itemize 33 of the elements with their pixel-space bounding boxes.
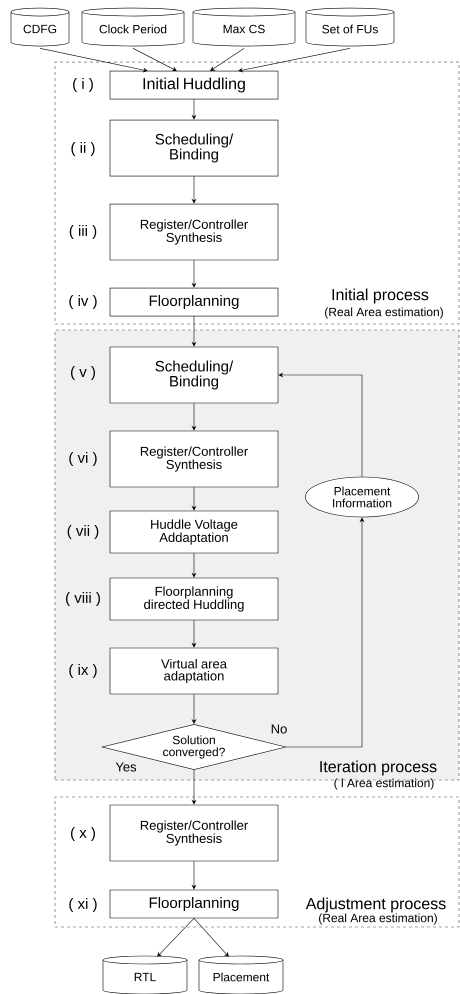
process-box: Floorplanning — [110, 288, 278, 316]
edge-label: No — [270, 723, 288, 735]
step-number: ( v ) — [71, 366, 95, 380]
process-box: Register/Controller Synthesis — [110, 430, 278, 488]
data-cylinder: RTL — [102, 956, 188, 994]
data-cylinder: Placement — [198, 956, 284, 994]
arrow — [210, 48, 244, 71]
region-title: Initial process (Real Area estimation) — [325, 288, 443, 319]
step-number: ( ii ) — [71, 142, 95, 156]
data-cylinder: CDFG — [10, 8, 70, 46]
region-title: Iteration process ( l Area estimation) — [320, 760, 437, 790]
step-number: ( vii ) — [68, 525, 98, 539]
data-cylinder: Clock Period — [82, 8, 184, 46]
region-title: Adjustment process (Real Area estimation) — [306, 898, 446, 925]
process-box: Initial Huddling — [110, 70, 278, 100]
process-box: Register/Controller Synthesis — [110, 204, 278, 260]
process-box: Huddle Voltage Addaptation — [110, 510, 278, 554]
arrow — [157, 918, 194, 957]
step-number: ( i ) — [73, 78, 93, 92]
data-cylinder: Set of FUs — [306, 8, 394, 46]
process-box: Floorplanning — [110, 890, 278, 918]
process-box: Virtual area adaptation — [110, 648, 278, 694]
process-box: Scheduling/ Binding — [110, 120, 278, 176]
step-number: ( iv ) — [69, 295, 97, 309]
process-box: Register/Controller Synthesis — [110, 804, 278, 862]
arrow — [194, 918, 229, 957]
arrow — [40, 48, 148, 72]
step-number: ( viii ) — [66, 592, 100, 606]
step-number: ( xi ) — [69, 898, 97, 912]
process-box: Scheduling/ Binding — [110, 346, 278, 404]
process-box: Floorplanning directed Huddling — [110, 578, 278, 620]
step-number: ( x ) — [71, 827, 95, 841]
data-cylinder: Max CS — [192, 8, 296, 46]
